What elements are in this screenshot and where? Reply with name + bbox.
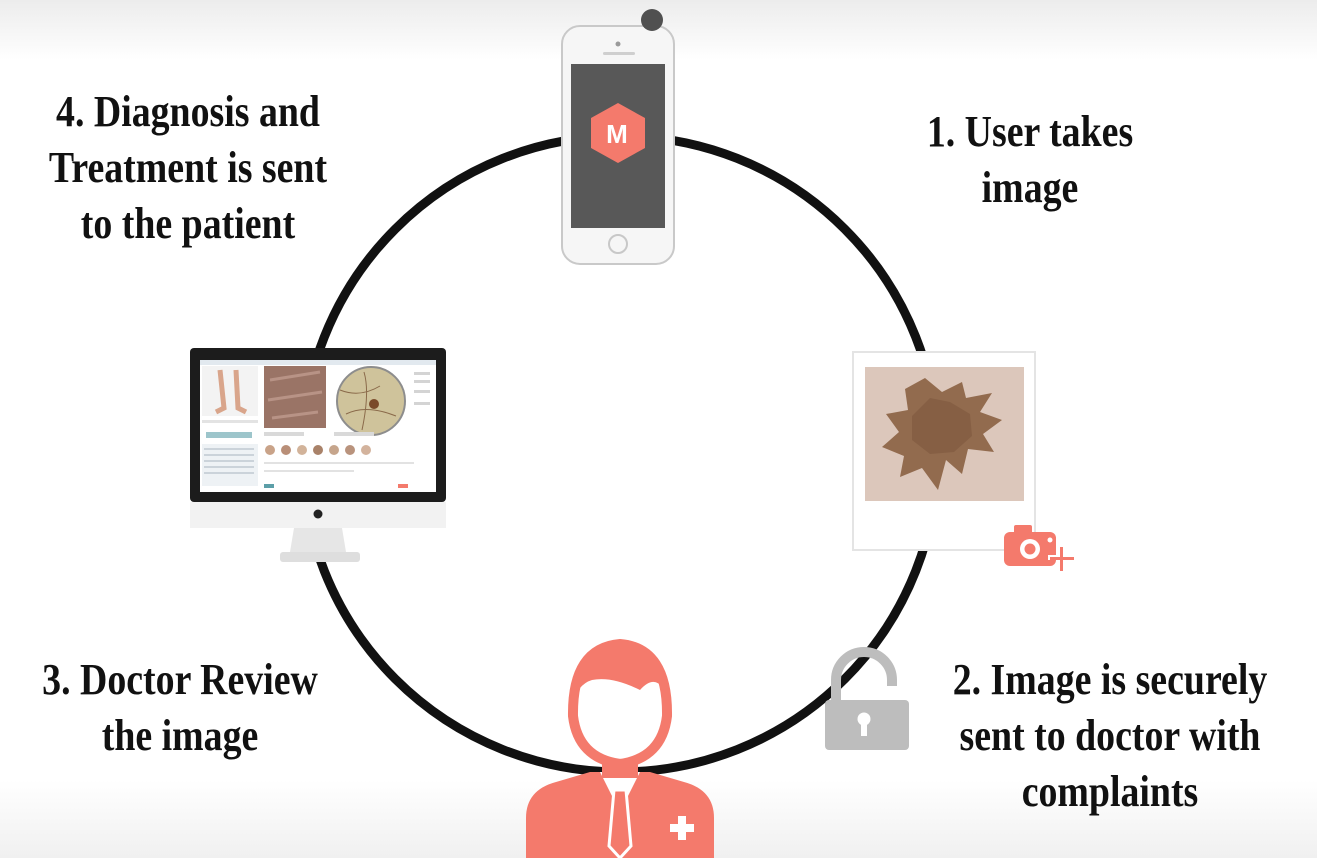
step-2-label: 2. Image is securely sent to doctor with… — [929, 652, 1290, 820]
step-2-line-1: 2. Image is securely — [952, 655, 1268, 704]
camera-add-icon — [1004, 525, 1076, 572]
app-logo-text: M — [606, 119, 628, 149]
step-2-line-3: complaints — [1021, 767, 1199, 816]
step-1-label: 1. User takes image — [892, 104, 1167, 216]
medical-cross-icon — [670, 816, 694, 840]
step-4-line-1: 4. Diagnosis and — [56, 87, 320, 136]
doctor-icon — [526, 638, 714, 858]
dermatoscope-image — [336, 366, 406, 436]
monitor-icon — [190, 348, 446, 562]
step-2-line-2: sent to doctor with — [959, 711, 1261, 760]
step-3-label: 3. Doctor Review the image — [25, 652, 335, 764]
app-logo-icon: M — [591, 103, 645, 163]
step-4-line-2: Treatment is sent — [48, 143, 328, 192]
lesion-shape — [882, 378, 1002, 490]
step-1-line-1: 1. User takes — [926, 107, 1134, 156]
smartphone-icon: M — [561, 9, 675, 265]
padlock-icon — [825, 647, 909, 750]
step-3-line-1: 3. Doctor Review — [42, 655, 318, 704]
step-1-line-2: image — [981, 163, 1079, 212]
step-4-line-3: to the patient — [80, 199, 296, 248]
step-4-label: 4. Diagnosis and Treatment is sent to th… — [33, 84, 343, 252]
step-3-line-2: the image — [101, 711, 259, 760]
skin-lesion-photo — [852, 351, 1036, 551]
monitor-screen — [200, 360, 436, 492]
